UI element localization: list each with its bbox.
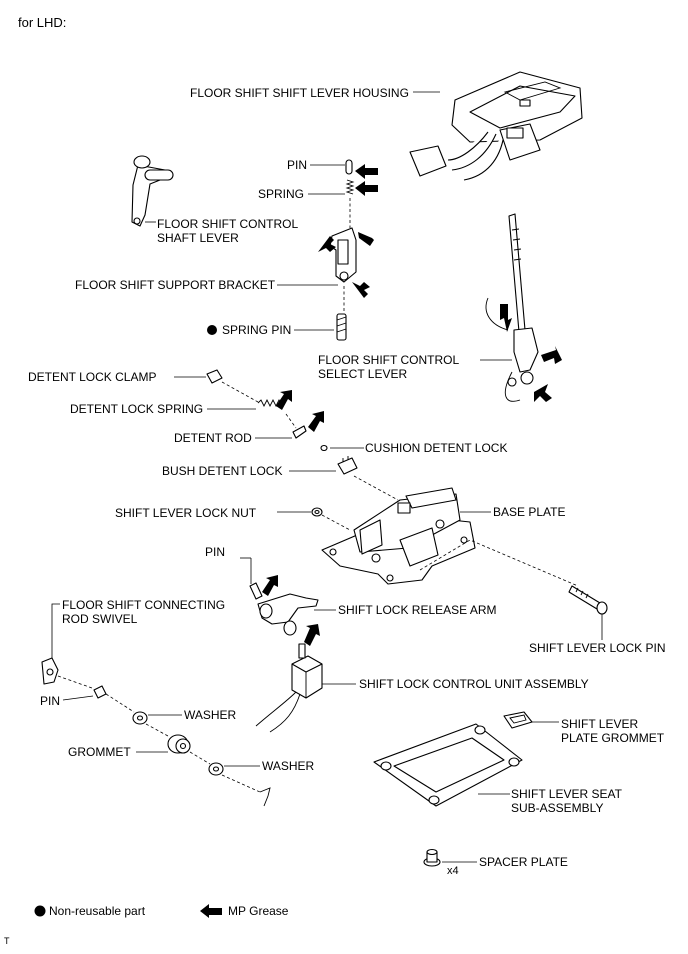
label-shaft-lever-2: SHAFT LEVER — [157, 231, 239, 245]
assembly-line — [321, 514, 351, 531]
label-detent-rod: DETENT ROD — [174, 431, 252, 445]
shift-lever-housing-part — [409, 71, 583, 181]
grease-arrow — [541, 346, 562, 364]
grease-arrow — [276, 390, 292, 410]
label-support-bracket: FLOOR SHIFT SUPPORT BRACKET — [75, 278, 276, 292]
label-control-unit: SHIFT LOCK CONTROL UNIT ASSEMBLY — [359, 677, 589, 691]
grease-arrow — [355, 181, 378, 196]
assembly-line — [57, 675, 93, 689]
label-select-lever-1: FLOOR SHIFT CONTROL — [318, 353, 459, 367]
label-swivel-2: ROD SWIVEL — [62, 612, 138, 626]
grease-arrow — [304, 624, 320, 646]
label-pin-top: PIN — [287, 158, 307, 172]
select-lever-part — [485, 213, 539, 402]
pin-top-part — [345, 159, 353, 175]
assembly-line — [221, 774, 261, 793]
grease-arrow — [318, 236, 336, 252]
shift-lock-release-arm-part — [257, 593, 319, 636]
label-spring-pin: SPRING PIN — [222, 323, 291, 337]
label-plate-grommet-2: PLATE GROMMET — [561, 731, 665, 745]
assembly-line — [353, 475, 399, 501]
grease-arrow — [352, 282, 370, 298]
clip-part — [259, 787, 271, 807]
label-grommet: GROMMET — [68, 745, 131, 759]
non-reusable-legend-icon — [34, 905, 46, 917]
grease-arrow — [355, 164, 378, 179]
washer-2-part — [208, 762, 224, 776]
shaft-lever-part — [131, 155, 174, 227]
connecting-rod-swivel-part — [41, 657, 59, 685]
label-cushion: CUSHION DETENT LOCK — [365, 441, 507, 455]
assembly-line — [419, 539, 579, 587]
spacer-quantity: x4 — [447, 865, 459, 877]
label-spring: SPRING — [258, 187, 304, 201]
label-seat-1: SHIFT LEVER SEAT — [511, 787, 623, 801]
assembly-line — [105, 693, 135, 713]
label-detent-clamp: DETENT LOCK CLAMP — [28, 370, 156, 384]
grommet-part — [167, 734, 191, 754]
spring-part — [345, 179, 355, 195]
label-swivel-1: FLOOR SHIFT CONNECTING — [62, 598, 225, 612]
label-lock-pin: SHIFT LEVER LOCK PIN — [529, 641, 665, 655]
label-bush: BUSH DETENT LOCK — [162, 464, 282, 478]
variant-heading: for LHD: — [18, 15, 66, 30]
assembly-line — [221, 381, 259, 403]
shift-lever-lock-pin-part — [568, 585, 608, 615]
label-base-plate: BASE PLATE — [493, 505, 565, 519]
pin-low-part — [93, 685, 107, 699]
label-release-arm: SHIFT LOCK RELEASE ARM — [338, 603, 497, 617]
assembly-line — [145, 723, 169, 737]
footer-code: T — [4, 936, 10, 946]
leader-line — [51, 603, 60, 658]
label-pin-mid: PIN — [205, 545, 225, 559]
grease-arrow — [500, 304, 512, 332]
pin-mid-part — [249, 582, 263, 600]
washer-1-part — [132, 711, 148, 725]
label-washer-1: WASHER — [184, 708, 237, 722]
label-washer-2: WASHER — [262, 759, 315, 773]
label-detent-spring: DETENT LOCK SPRING — [70, 402, 203, 416]
label-pin-low: PIN — [40, 694, 60, 708]
shift-lever-seat-part — [373, 723, 523, 807]
leader-line — [62, 695, 94, 701]
legend-grease: MP Grease — [228, 904, 289, 918]
shift-lock-control-unit-part — [255, 643, 323, 733]
detent-rod-part — [292, 425, 307, 439]
cushion-detent-lock-part — [320, 444, 328, 452]
label-select-lever-2: SELECT LEVER — [318, 367, 407, 381]
grease-arrow — [534, 384, 552, 402]
label-spacer: SPACER PLATE — [479, 855, 568, 869]
label-seat-2: SUB-ASSEMBLY — [511, 801, 603, 815]
grease-arrow — [308, 411, 324, 432]
non-reusable-marker — [207, 325, 217, 335]
label-shaft-lever-1: FLOOR SHIFT CONTROL — [157, 217, 298, 231]
legend-non-reusable: Non-reusable part — [49, 904, 146, 918]
base-plate-part — [321, 487, 476, 585]
label-housing: FLOOR SHIFT SHIFT LEVER HOUSING — [190, 86, 409, 100]
spacer-plate-part — [423, 848, 441, 867]
bush-detent-lock-part — [337, 456, 358, 475]
detent-lock-clamp-part — [206, 369, 223, 384]
plate-grommet-part — [503, 711, 533, 729]
assembly-line — [189, 751, 211, 765]
shift-lever-lock-nut-part — [311, 507, 323, 517]
label-plate-grommet-1: SHIFT LEVER — [561, 717, 638, 731]
assembly-line — [285, 413, 297, 429]
grease-arrow — [262, 575, 278, 596]
support-bracket-part — [329, 227, 357, 283]
grease-legend-icon — [200, 904, 222, 918]
grease-arrow — [358, 232, 374, 246]
label-lock-nut: SHIFT LEVER LOCK NUT — [115, 506, 257, 520]
spring-pin-part — [336, 313, 347, 341]
